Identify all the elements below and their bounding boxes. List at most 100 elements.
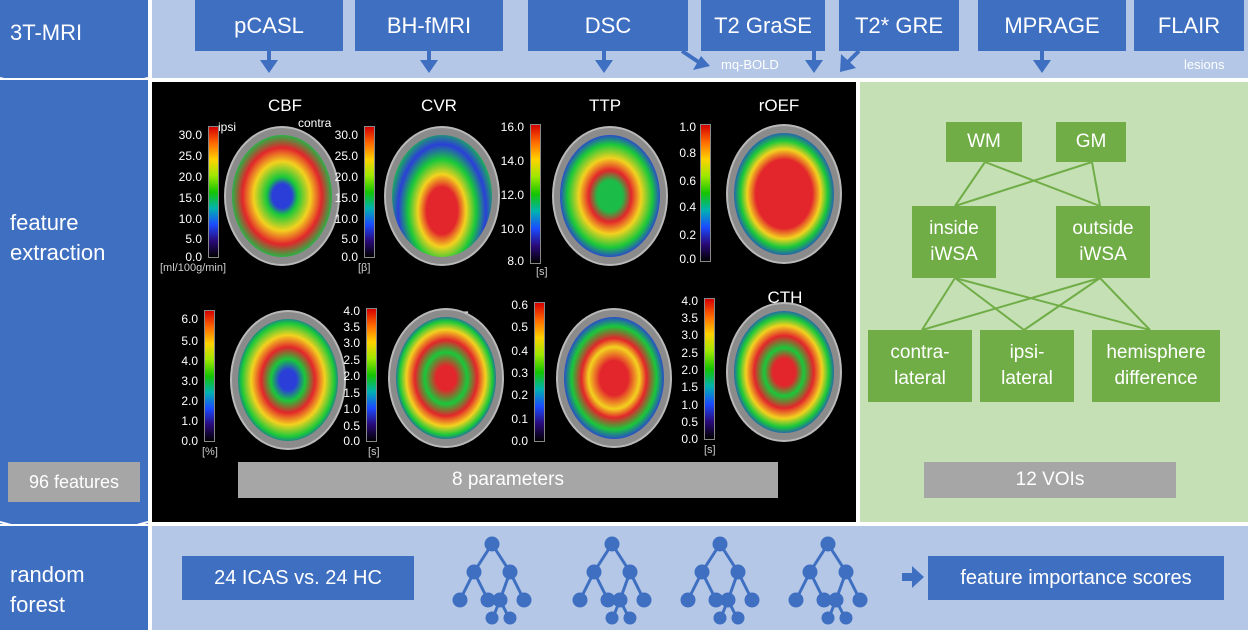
colorbar-cbf [208, 126, 219, 258]
tick-cbf-5: 5.0 [185, 232, 202, 246]
tick-roef-0: 1.0 [679, 120, 696, 134]
row-label-feature: feature extraction 96 features [0, 80, 148, 524]
features-count-box: 96 features [8, 462, 140, 502]
tick-mtt-1: 3.5 [343, 320, 360, 334]
tick-cbf-4: 10.0 [178, 212, 202, 226]
random-forest-band: 24 ICAS vs. 24 HC feature [152, 526, 1248, 630]
arrow-t2-grase [805, 51, 823, 73]
row-label-rf: random forest [0, 526, 148, 630]
tick-roef-2: 0.6 [679, 174, 696, 188]
param-title-cvr: CVR [421, 96, 457, 115]
param-title-roef: rOEF [758, 96, 800, 115]
tick-cbf-2: 20.0 [178, 170, 202, 184]
colorbar-mtt [366, 308, 377, 442]
modality-mprage-label: MPRAGE [1004, 12, 1100, 38]
vois-summary: 12 VOIs [924, 462, 1176, 498]
tick-mtt-7: 0.5 [343, 419, 360, 433]
brain-map-oec [556, 308, 672, 448]
tick-cth-0: 4.0 [681, 294, 698, 308]
vois-summary-label: 12 VOIs [1015, 469, 1085, 490]
modality-band: pCASL BH-fMRI DSC T2 GraSE T2* GRE MPRAG… [152, 0, 1248, 78]
tree-icon-1 [452, 535, 533, 626]
tick-ttp-0: 16.0 [500, 120, 524, 134]
colorbar-oec [534, 302, 545, 442]
ipsi-label: ipsi [218, 120, 237, 134]
tick-oec-1: 0.5 [511, 320, 528, 334]
arrow-dsc [595, 51, 613, 73]
contra-label: contra [298, 116, 332, 130]
modality-arrows [260, 49, 1051, 73]
tick-rcbv-1: 5.0 [181, 334, 198, 348]
tick-cbf-1: 25.0 [178, 149, 202, 163]
parameter-maps-panel: CBF ipsi contra 30.0 25.0 20.0 15.0 10.0… [152, 82, 856, 522]
voi-hemi-line2: difference [1114, 368, 1198, 389]
tick-cvr-3: 15.0 [334, 191, 358, 205]
tick-ttp-2: 12.0 [500, 188, 524, 202]
brain-map-cbf [224, 126, 340, 266]
modality-mprage: MPRAGE [978, 0, 1126, 51]
tick-cbf-0: 30.0 [178, 128, 202, 142]
modality-bh-fmri: BH-fMRI [355, 0, 503, 51]
unit-cth: [s] [704, 444, 716, 456]
modality-t2star-gre: T2* GRE [839, 0, 959, 51]
arrow-bh-fmri [420, 51, 438, 73]
tick-mtt-8: 0.0 [343, 434, 360, 448]
arrow-pcasl [260, 51, 278, 73]
brain-map-ttp [552, 126, 668, 266]
tick-cvr-1: 25.0 [334, 149, 358, 163]
tick-cth-5: 1.5 [681, 380, 698, 394]
rf-label: random forest [10, 562, 85, 617]
output-label: feature importance scores [960, 566, 1192, 589]
voi-gm-label: GM [1075, 131, 1107, 152]
cohort-box: 24 ICAS vs. 24 HC [182, 556, 414, 600]
colorbar-cth [704, 298, 715, 440]
tick-mtt-5: 1.5 [343, 386, 360, 400]
tick-rcbv-4: 2.0 [181, 394, 198, 408]
modality-bh-fmri-label: BH-fMRI [386, 12, 472, 38]
tick-oec-6: 0.0 [511, 434, 528, 448]
modality-t2-grase: T2 GraSE [701, 0, 825, 51]
tick-cvr-4: 10.0 [334, 212, 358, 226]
feature-label: feature extraction [10, 210, 106, 265]
modality-t2-grase-label: T2 GraSE [714, 12, 812, 38]
tick-cth-8: 0.0 [681, 432, 698, 446]
decision-trees [452, 535, 869, 626]
voi-ipsilateral: ipsi-lateral [980, 330, 1074, 402]
unit-cbf: [ml/100g/min] [160, 262, 227, 274]
arrow-right-icon [902, 566, 924, 588]
colorbar-roef [700, 124, 711, 262]
output-box: feature importance scores [928, 556, 1224, 600]
brain-map-roef [726, 124, 842, 264]
tick-cth-3: 2.5 [681, 346, 698, 360]
tick-rcbv-6: 0.0 [181, 434, 198, 448]
colorbar-rcbv [204, 310, 215, 442]
parameters-summary: 8 parameters [238, 462, 778, 498]
tick-ttp-4: 8.0 [507, 254, 524, 268]
tick-ttp-3: 10.0 [500, 222, 524, 236]
voi-connections [921, 161, 1151, 331]
brain-map-cvr [384, 126, 500, 266]
tick-rcbv-0: 6.0 [181, 312, 198, 326]
voi-wm-label: WM [967, 131, 1001, 152]
tick-cvr-5: 5.0 [341, 232, 358, 246]
voi-outside-line2: iWSA [1079, 244, 1127, 265]
arrow-mprage [1033, 51, 1051, 73]
tick-oec-3: 0.3 [511, 366, 528, 380]
tick-rcbv-2: 4.0 [181, 354, 198, 368]
arrow-dsc-to-bold [680, 49, 710, 70]
tick-oec-2: 0.4 [511, 344, 528, 358]
tick-roef-1: 0.8 [679, 146, 696, 160]
voi-contra-line2: lateral [894, 368, 946, 389]
tick-oec-4: 0.2 [511, 388, 528, 402]
tick-cvr-6: 0.0 [341, 250, 358, 264]
tree-icon-3 [679, 535, 761, 626]
tick-cbf-3: 15.0 [178, 191, 202, 205]
tick-rcbv-5: 1.0 [181, 414, 198, 428]
param-title-cbf: CBF [268, 96, 302, 115]
features-count: 96 features [28, 471, 120, 492]
voi-contralateral: contra-lateral [868, 330, 972, 402]
voi-ipsi-line1: ipsi- [1009, 342, 1045, 363]
voi-contra-line1: contra- [890, 342, 950, 363]
